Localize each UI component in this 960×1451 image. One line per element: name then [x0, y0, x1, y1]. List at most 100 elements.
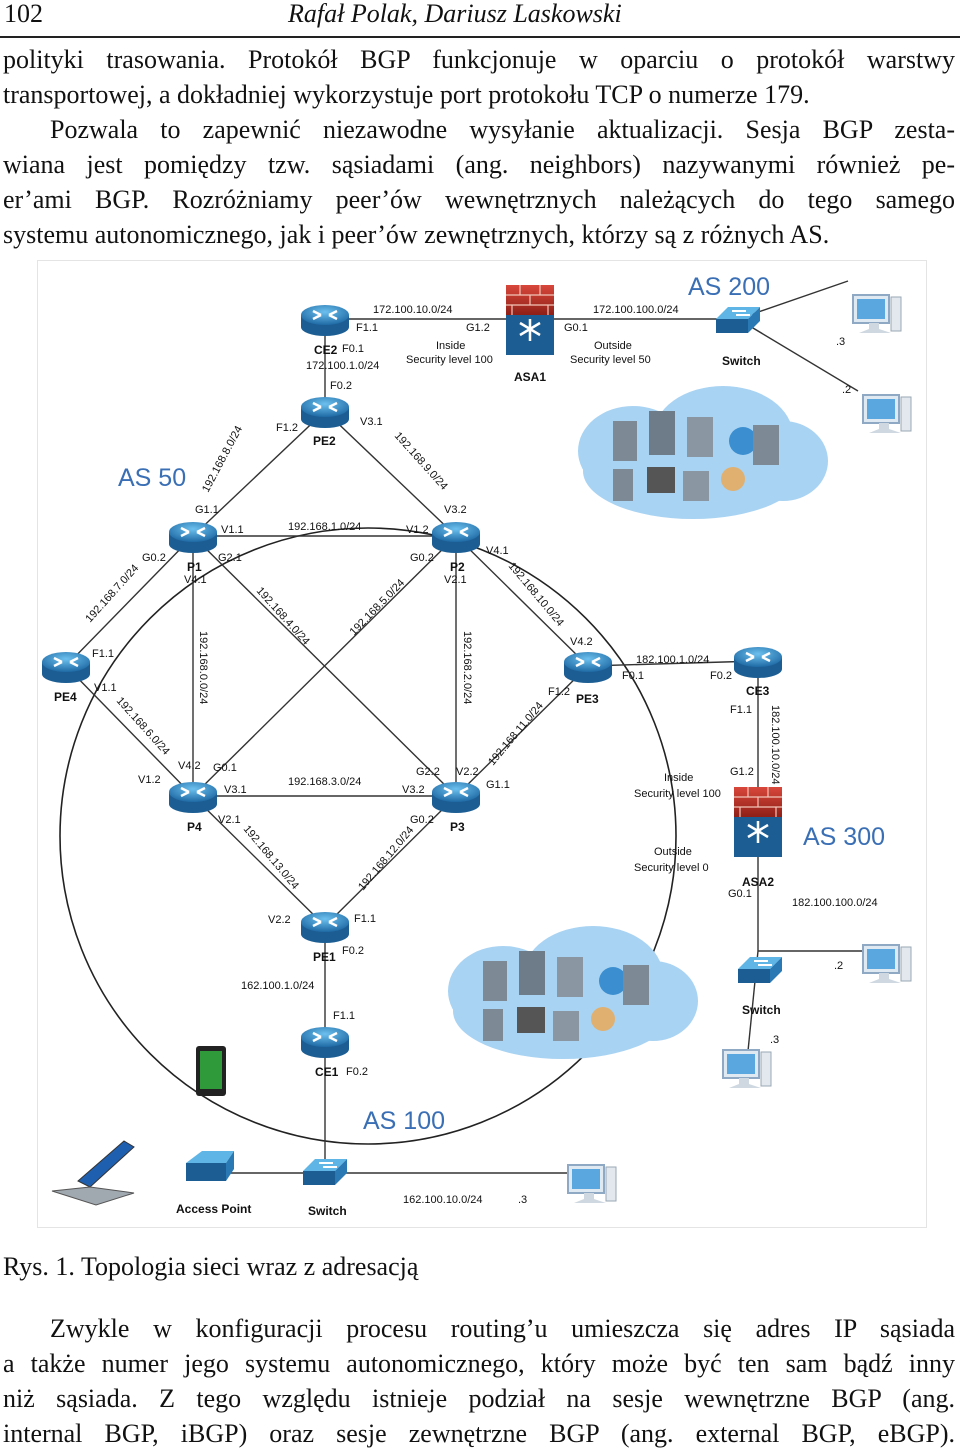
text-line: a także numer jego systemu autonomiczneg… — [3, 1349, 955, 1378]
text-line: transportowej, a dokładniej wykorzystuje… — [3, 80, 810, 109]
computer-icon — [862, 944, 912, 984]
text-line: niż sąsiada. Z tego względu istnieje pod… — [3, 1384, 955, 1413]
subnet-label: 192.168.6.0/24 — [114, 695, 172, 758]
interface-label: G0.2 — [142, 552, 166, 564]
computer-icon — [852, 294, 902, 334]
subnet-label: 192.168.11.0/24 — [486, 700, 546, 768]
router-icon — [299, 303, 351, 338]
device-label: P3 — [450, 820, 465, 834]
subnet-label: 192.168.12.0/24 — [356, 824, 416, 893]
zone-label: Inside — [664, 772, 693, 784]
zone-label: Security level 100 — [406, 354, 493, 366]
subnet-label: 182.100.100.0/24 — [792, 897, 878, 909]
device-label: Switch — [722, 354, 761, 368]
interface-label: G2.1 — [218, 552, 242, 564]
interface-label: G0.1 — [564, 322, 588, 334]
as50-label: AS 50 — [118, 464, 186, 492]
interface-label: G2.2 — [416, 766, 440, 778]
interface-label: V4.2 — [178, 760, 201, 772]
interface-label: G1.2 — [730, 766, 754, 778]
interface-label: V3.2 — [444, 504, 467, 516]
interface-label: F1.1 — [92, 648, 114, 660]
page-number: 102 — [4, 0, 43, 28]
interface-label: F0.2 — [330, 380, 352, 392]
interface-label: V1.1 — [221, 524, 244, 536]
router-icon — [430, 520, 482, 555]
router-icon — [40, 650, 92, 685]
text-line: internal BGP, iBGP) oraz sesje zewnętrzn… — [3, 1419, 955, 1448]
access-point-icon — [186, 1151, 234, 1181]
host-address-label: .2 — [834, 960, 843, 972]
interface-label: F0.2 — [342, 945, 364, 957]
interface-label: V4.2 — [570, 636, 593, 648]
interface-label: V1.1 — [94, 682, 117, 694]
switch-icon — [737, 956, 783, 984]
subnet-label: 192.168.5.0/24 — [348, 577, 408, 638]
interface-label: G1.1 — [486, 779, 510, 791]
interface-label: G0.2 — [410, 814, 434, 826]
subnet-label: 192.168.4.0/24 — [254, 585, 312, 648]
interface-label: G1.2 — [466, 322, 490, 334]
device-label: P1 — [187, 560, 202, 574]
device-label: PE3 — [576, 692, 599, 706]
topology-diagram: AS 200 AS 50 AS 300 AS 100 CE2 PE2 P1 P2… — [40, 273, 912, 1218]
interface-label: V1.2 — [138, 774, 161, 786]
interface-label: F1.1 — [354, 913, 376, 925]
interface-label: F0.2 — [346, 1066, 368, 1078]
server-cloud-icon — [448, 926, 698, 1059]
zone-label: Security level 0 — [634, 862, 709, 874]
interface-label: V1.2 — [406, 524, 429, 536]
device-label: PE1 — [313, 950, 336, 964]
switch-icon — [302, 1158, 348, 1186]
zone-label: Inside — [436, 340, 465, 352]
text-line: wiana jest pomiędzy tzw. sąsiadami (ang.… — [3, 150, 955, 179]
device-label: ASA1 — [514, 370, 546, 384]
device-label: CE2 — [314, 343, 338, 357]
interface-label: F1.1 — [356, 322, 378, 334]
router-icon — [299, 910, 351, 945]
text-line: systemu autonomicznego, jak i peer’ów ze… — [3, 220, 830, 249]
device-label: PE2 — [313, 434, 336, 448]
interface-label: G0.1 — [213, 762, 237, 774]
firewall-icon — [732, 785, 784, 859]
interface-label: V3.2 — [402, 784, 425, 796]
device-label: Switch — [742, 1003, 781, 1017]
running-head-authors: Rafał Polak, Dariusz Laskowski — [288, 0, 622, 28]
links — [65, 280, 873, 1174]
router-icon — [430, 780, 482, 815]
device-label: P4 — [187, 820, 202, 834]
subnet-label: 192.168.1.0/24 — [288, 521, 361, 533]
subnet-label: 172.100.100.0/24 — [593, 304, 679, 316]
interface-label: V3.1 — [360, 416, 383, 428]
computer-icon — [862, 394, 912, 434]
interface-label: V2.1 — [444, 574, 467, 586]
subnet-label: 192.168.3.0/24 — [288, 776, 361, 788]
subnet-label: 192.168.7.0/24 — [83, 562, 141, 625]
subnet-label: 192.168.0.0/24 — [197, 631, 209, 704]
as50-boundary — [59, 527, 677, 1145]
text-line: polityki trasowania. Protokół BGP funkcj… — [3, 45, 955, 74]
subnet-label: 192.168.13.0/24 — [241, 823, 301, 892]
paragraph-bgp-config: Zwykle w konfiguracji procesu routing’u … — [3, 1311, 955, 1451]
router-icon — [299, 1025, 351, 1060]
text-line: er’ami BGP. Rozróżniamy peer’ów wewnętrz… — [3, 185, 955, 214]
device-label: CE1 — [315, 1065, 339, 1079]
interface-label: G1.1 — [195, 504, 219, 516]
device-label: ASA2 — [742, 875, 774, 889]
subnet-label: 192.168.8.0/24 — [200, 424, 245, 494]
host-address-label: .3 — [836, 336, 845, 348]
device-label: Access Point — [176, 1202, 251, 1216]
zone-label: Outside — [654, 846, 692, 858]
subnet-label: 162.100.1.0/24 — [241, 980, 314, 992]
server-cloud-icon — [578, 386, 828, 519]
page-header: 102 Rafał Polak, Dariusz Laskowski — [0, 0, 960, 38]
router-icon — [732, 645, 784, 680]
interface-label: G0.1 — [728, 888, 752, 900]
interface-label: F0.1 — [342, 343, 364, 355]
subnet-label: 172.100.10.0/24 — [373, 304, 453, 316]
zone-label: Security level 100 — [634, 788, 721, 800]
interface-label: G0.2 — [410, 552, 434, 564]
zone-label: Security level 50 — [570, 354, 651, 366]
subnet-label: 162.100.10.0/24 — [403, 1194, 483, 1206]
host-address-label: .3 — [518, 1194, 527, 1206]
